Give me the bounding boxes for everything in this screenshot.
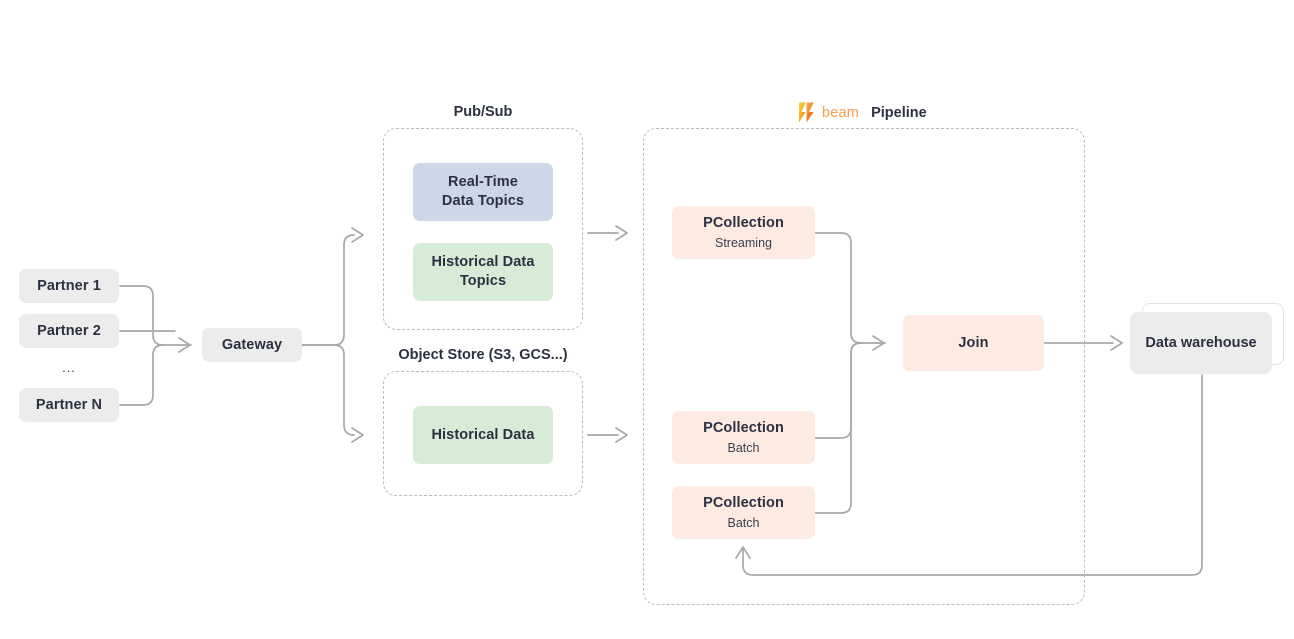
pubsub-topic-line1: Historical Data [431, 254, 535, 271]
objectstore-group-label: Object Store (S3, GCS...) [398, 347, 568, 363]
pcollection-subtitle: Streaming [715, 235, 772, 250]
arrowhead-into-pcollection-streaming [615, 225, 628, 241]
arrowhead-into-warehouse [1110, 335, 1123, 351]
pcollection-subtitle: Batch [727, 440, 760, 455]
pcollection-title: PCollection [703, 215, 784, 232]
pubsub-topic-line2: Topics [459, 273, 507, 289]
pcollection-title: PCollection [703, 420, 784, 437]
pubsub-topic-line2: Data Topics [441, 193, 525, 209]
gateway-node[interactable]: Gateway [202, 328, 302, 362]
objectstore-item-label: Historical Data [431, 426, 535, 443]
pubsub-group-container [383, 128, 583, 330]
pcollection-subtitle: Batch [727, 515, 760, 530]
arrowhead-into-pubsub [351, 227, 364, 243]
objectstore-historical-data[interactable]: Historical Data [413, 406, 553, 464]
data-warehouse-node[interactable]: Data warehouse [1130, 303, 1286, 378]
partner-label: Partner 2 [37, 322, 101, 339]
pcollection-batch-2[interactable]: PCollection Batch [672, 486, 815, 539]
partner-label: Partner N [35, 396, 103, 413]
gateway-label: Gateway [221, 336, 283, 353]
partner-label: Partner 1 [37, 277, 101, 294]
partner-node-n[interactable]: Partner N [19, 388, 119, 422]
connector-gateway-to-objectstore [301, 344, 355, 436]
pubsub-group-label: Pub/Sub [453, 104, 513, 120]
arrowhead-into-objectstore [351, 427, 364, 443]
connector-partner1-to-merge [119, 285, 164, 346]
partners-ellipsis: ... [62, 360, 76, 375]
apache-beam-logo-icon [799, 102, 814, 123]
objectstore-group-container [383, 371, 583, 496]
arrowhead-into-pcollection-batch [615, 427, 628, 443]
data-warehouse-label: Data warehouse [1145, 335, 1257, 351]
partner-node-2[interactable]: Partner 2 [19, 314, 119, 348]
pubsub-topic-historical[interactable]: Historical Data Topics [413, 243, 553, 301]
beam-brand-label: beam [822, 104, 860, 121]
connector-partnerN-to-merge [119, 344, 164, 406]
join-label: Join [958, 334, 989, 351]
pubsub-topic-realtime[interactable]: Real-Time Data Topics [413, 163, 553, 221]
connector-gateway-to-pubsub [301, 234, 355, 346]
join-transform-node[interactable]: Join [903, 315, 1044, 371]
pipeline-header: beam Pipeline [798, 102, 927, 123]
pcollection-batch-1[interactable]: PCollection Batch [672, 411, 815, 464]
data-warehouse-card-front: Data warehouse [1130, 312, 1272, 374]
pcollection-streaming[interactable]: PCollection Streaming [672, 206, 815, 259]
pcollection-title: PCollection [703, 495, 784, 512]
partner-node-1[interactable]: Partner 1 [19, 269, 119, 303]
pipeline-label: Pipeline [871, 104, 927, 121]
pipeline-group-container [643, 128, 1085, 605]
arrowhead-into-gateway [178, 337, 191, 353]
pubsub-topic-line1: Real-Time [448, 174, 518, 191]
